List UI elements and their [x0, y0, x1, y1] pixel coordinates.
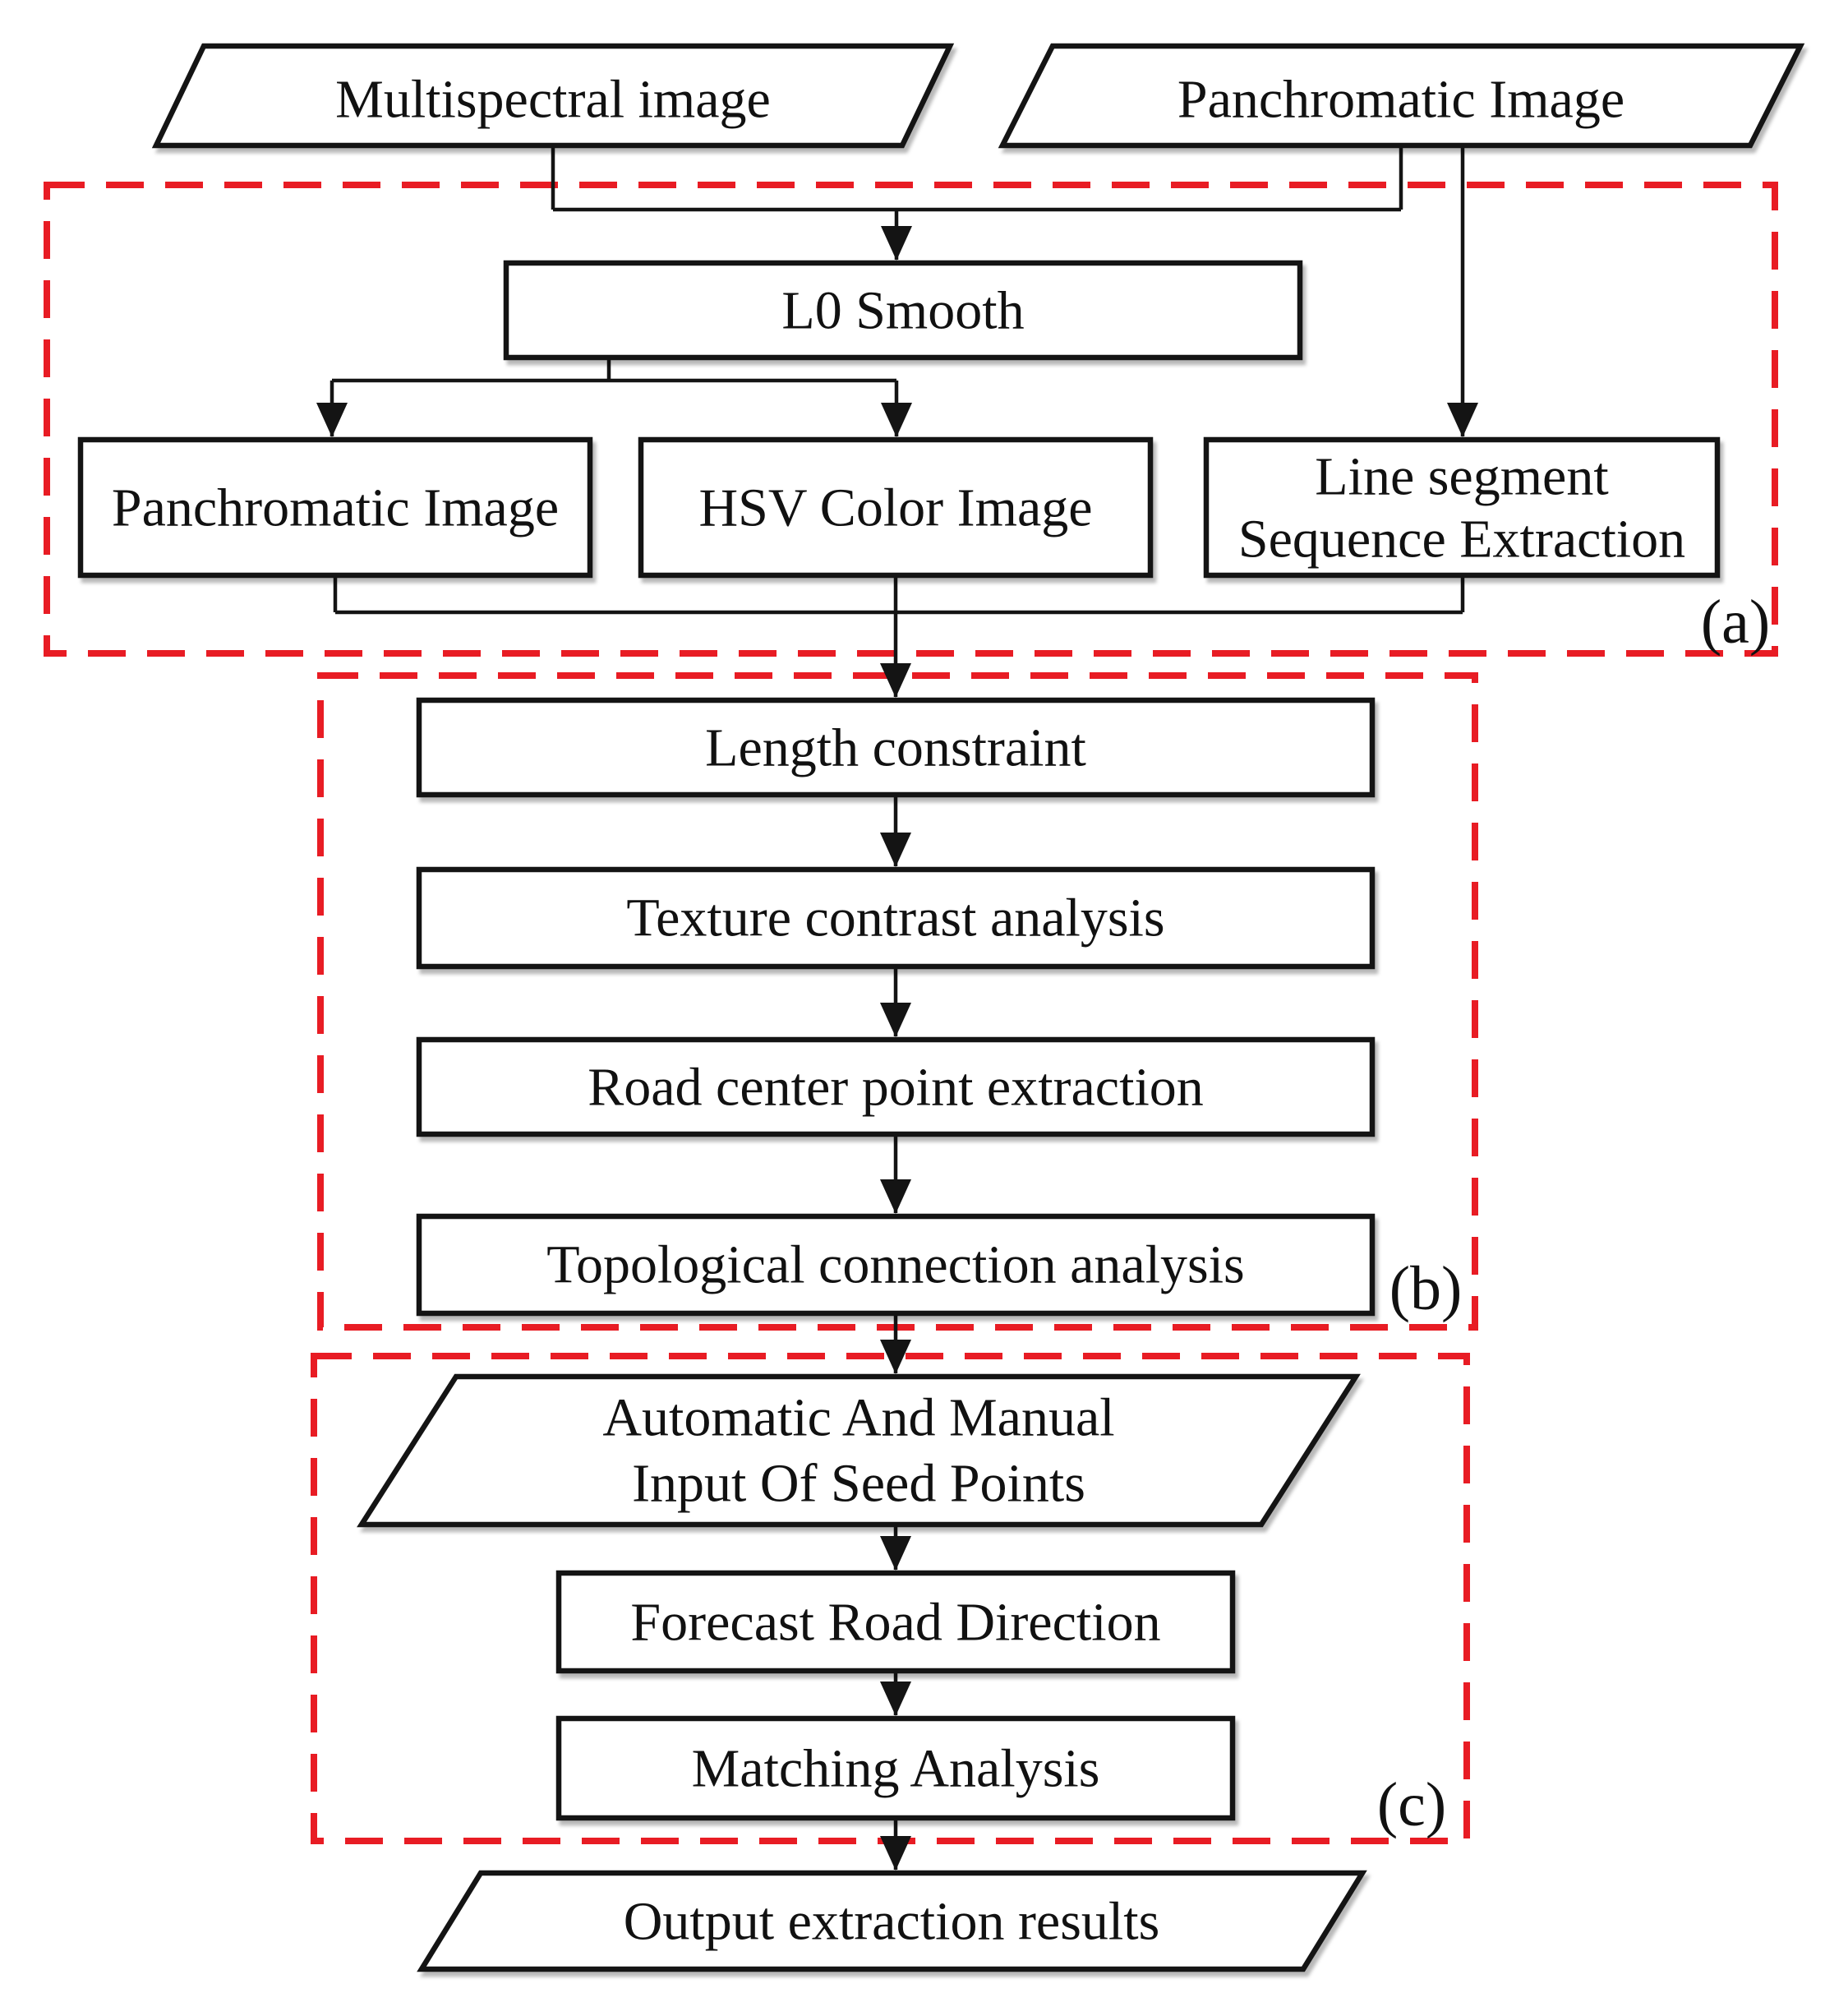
label-road-center-point: Road center point extraction: [588, 1058, 1204, 1118]
label-panchromatic-image: Panchromatic Image: [112, 478, 559, 538]
texture-contrast-box: [416, 866, 1376, 970]
label-multispectral-input: Multispectral image: [335, 70, 771, 130]
panchromatic-image-box: [77, 436, 593, 579]
stage-a-label: (a): [1701, 588, 1770, 657]
stage-a-boundary: [44, 182, 1778, 657]
output-results-parallelogram: [417, 1870, 1367, 1972]
label-seed-points-line2: Input Of Seed Points: [632, 1454, 1085, 1514]
stage-c-label: (c): [1377, 1770, 1446, 1839]
connector-wires: [316, 145, 1478, 1871]
topological-connection-box: [416, 1213, 1376, 1317]
matching-analysis-box: [555, 1715, 1236, 1821]
label-seed-points-line1: Automatic And Manual: [602, 1388, 1114, 1448]
flowchart-shapes: [77, 43, 1805, 1972]
label-output-results: Output extraction results: [624, 1892, 1160, 1952]
stage-b-label: (b): [1389, 1254, 1463, 1323]
label-matching-analysis: Matching Analysis: [692, 1739, 1100, 1799]
label-length-constraint: Length constraint: [705, 718, 1086, 778]
l0-smooth-box: [503, 260, 1303, 361]
label-l0-smooth: L0 Smooth: [781, 281, 1024, 341]
hsv-color-image-box: [638, 436, 1154, 579]
label-panchromatic-input: Panchromatic Image: [1177, 70, 1624, 130]
road-center-point-box: [416, 1036, 1376, 1137]
line-segment-extraction-box: [1203, 436, 1721, 579]
forecast-road-direction-box: [555, 1570, 1236, 1674]
stage-b-boundary: [317, 672, 1478, 1331]
label-hsv-color-image: HSV Color Image: [698, 478, 1092, 538]
label-texture-contrast: Texture contrast analysis: [626, 888, 1164, 948]
label-topological-connection: Topological connection analysis: [546, 1235, 1245, 1295]
multispectral-input-parallelogram: [151, 43, 955, 149]
seed-points-parallelogram: [357, 1373, 1361, 1528]
label-forecast-road-direction: Forecast Road Direction: [630, 1593, 1160, 1653]
label-line-segment-line2: Sequence Extraction: [1238, 510, 1685, 570]
panchromatic-input-parallelogram: [998, 43, 1805, 149]
label-line-segment-line1: Line segment: [1315, 447, 1608, 507]
length-constraint-box: [416, 697, 1376, 798]
